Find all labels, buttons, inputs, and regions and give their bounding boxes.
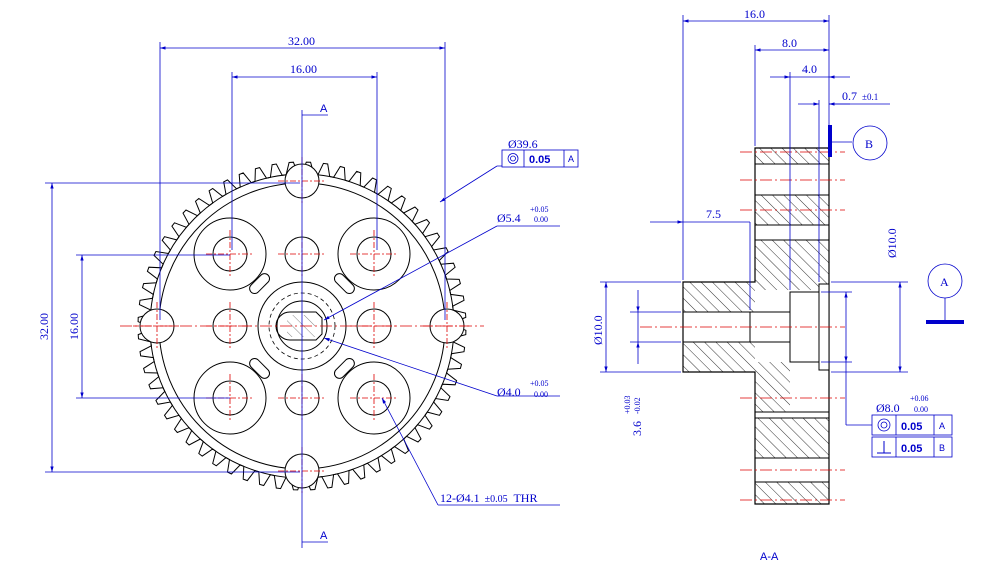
dim-total-length: 16.0 <box>744 7 765 21</box>
front-view: 32.00 16.00 32.00 16.00 A A Ø39.6 0.05 A… <box>37 34 579 548</box>
dim-hub-diameter: Ø10.0 <box>591 315 605 345</box>
dim-hub-length: 7.5 <box>706 207 721 221</box>
datum-a-bar <box>926 320 964 324</box>
fcf2-datum: B <box>939 443 945 453</box>
perpendicularity-icon <box>877 441 891 454</box>
dim-length-4: 4.0 <box>802 62 817 76</box>
dim-counterbore-tol-upper: +0.06 <box>910 394 929 403</box>
dim-counterbore-tol-lower: 0.00 <box>914 405 928 414</box>
fcf2-tolerance: 0.05 <box>901 443 922 455</box>
concentricity-icon <box>877 418 891 432</box>
hole-boss <box>337 361 411 435</box>
bore2-tol-lower: 0.00 <box>534 390 548 399</box>
bore1-label: Ø5.4 <box>497 211 521 225</box>
bore2-tol-upper: +0.05 <box>530 379 549 388</box>
hole-boss <box>193 217 267 291</box>
section-mark-bottom: A <box>320 530 328 542</box>
d-bore <box>275 311 323 341</box>
dim-slot-tol-upper: +0.03 <box>623 395 632 414</box>
od-fcf-tolerance: 0.05 <box>529 154 550 166</box>
datum-a-letter: A <box>940 275 949 289</box>
hole-boss <box>337 217 411 291</box>
dim-slot-tol-lower: -0.02 <box>633 397 642 414</box>
section-centerlines <box>640 151 845 501</box>
section-caption: A-A <box>760 551 779 563</box>
dim-height-inner: 16.00 <box>67 313 81 340</box>
inner-slots <box>249 273 355 379</box>
dim-height-outer: 32.00 <box>37 313 51 340</box>
mounting-holes <box>133 157 471 495</box>
slot <box>249 273 271 295</box>
slot <box>249 357 271 379</box>
perpendicularity-fcf: 0.05 B <box>871 436 953 458</box>
dim-slot: 3.6 <box>630 421 644 436</box>
dim-length-07: 0.7 ±0.1 <box>842 89 878 103</box>
section-dimension-lines <box>600 15 946 426</box>
bore1-tol-upper: +0.05 <box>530 205 549 214</box>
front-centerlines <box>120 110 484 548</box>
dim-width-outer: 32.00 <box>288 34 315 48</box>
datum-b-bar <box>828 125 832 157</box>
fcf1-tolerance: 0.05 <box>901 421 922 433</box>
holes-label: 12-Ø4.1 ±0.05 THR <box>440 491 537 505</box>
concentricity-fcf: 0.05 A <box>871 414 953 436</box>
datum-b-bubble <box>852 125 888 161</box>
concentricity-icon <box>507 153 519 164</box>
dim-length-8: 8.0 <box>782 36 797 50</box>
dim-counterbore: Ø8.0 <box>876 401 900 415</box>
dim-hub-diameter-right: Ø10.0 <box>885 228 899 258</box>
od-fcf-datum: A <box>568 154 574 164</box>
section-view: B A 16.0 8.0 4.0 0.7 ±0.1 7.5 Ø10.0 Ø10.… <box>591 7 964 563</box>
front-dimension-lines <box>45 42 560 543</box>
section-mark-top: A <box>320 103 328 115</box>
bore1-tol-lower: 0.00 <box>534 215 548 224</box>
fcf1-datum: A <box>939 421 945 431</box>
datum-a-bubble <box>927 263 963 299</box>
bore2-label: Ø4.0 <box>497 385 521 399</box>
slot <box>333 357 355 379</box>
od-feature-control-frame: 0.05 A <box>501 149 579 168</box>
od-label: Ø39.6 <box>508 137 538 151</box>
dim-width-inner: 16.00 <box>290 62 317 76</box>
datum-b-letter: B <box>865 137 873 151</box>
slot <box>333 273 355 295</box>
